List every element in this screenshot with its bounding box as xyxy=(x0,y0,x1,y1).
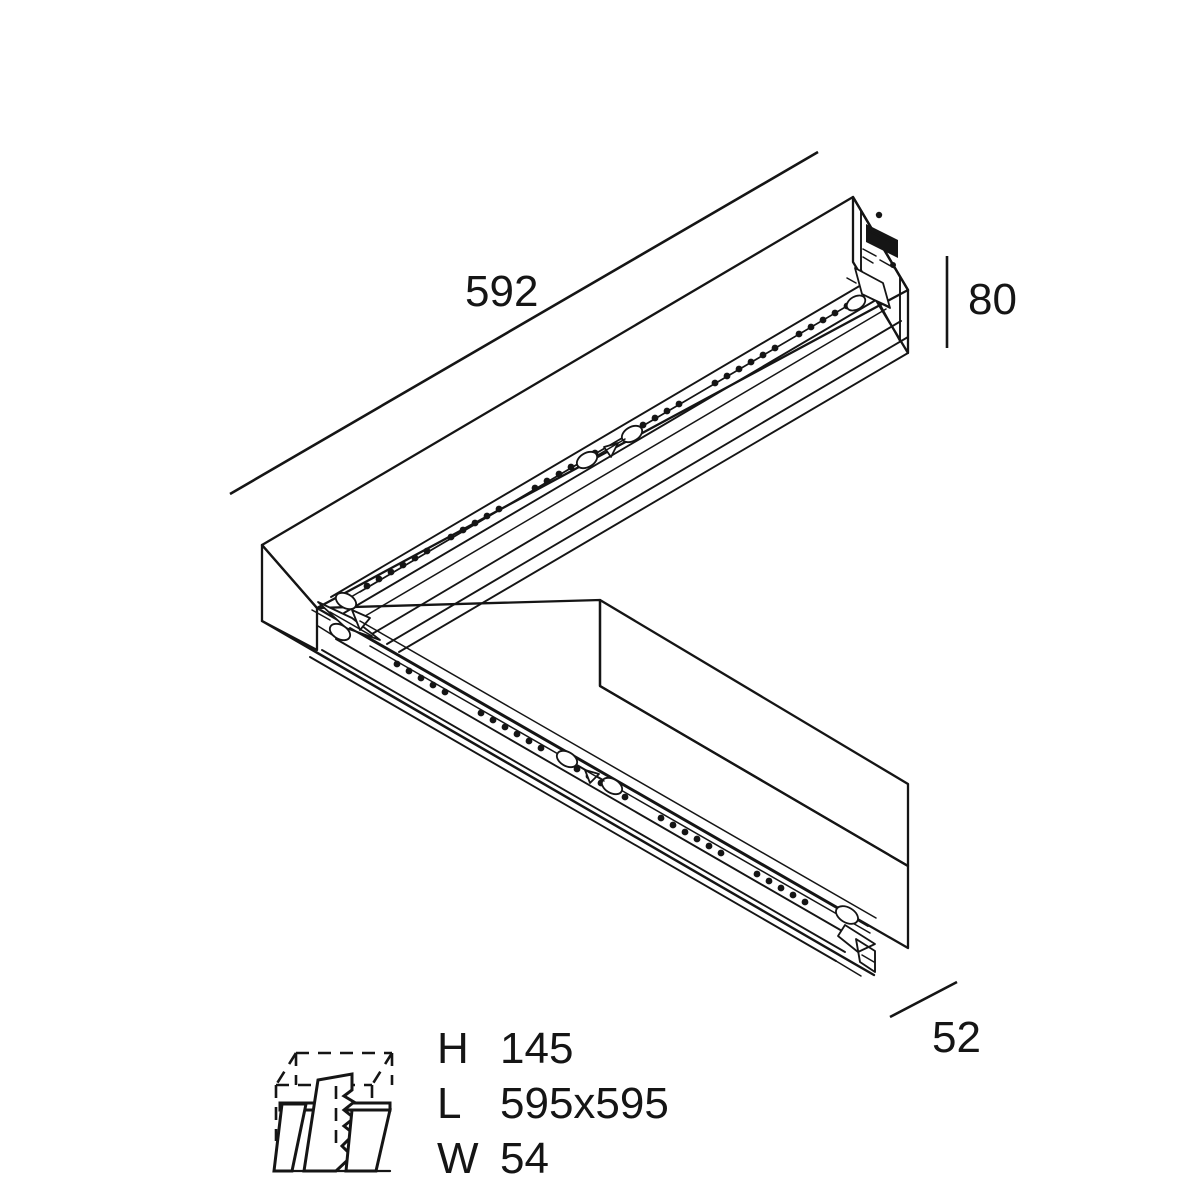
dimension-52-label: 52 xyxy=(932,1013,981,1062)
corner-mitre-seam xyxy=(329,611,373,637)
spec-row-l: L 595x595 xyxy=(437,1079,669,1128)
spec-key-l: L xyxy=(437,1079,461,1128)
lower-arm-end-cap xyxy=(835,905,876,977)
spec-key-w: W xyxy=(437,1134,479,1183)
lower-end-cap-lip xyxy=(835,960,862,977)
lower-arm-channel xyxy=(309,620,877,962)
corner-screw-lower xyxy=(328,622,352,642)
end-cap-bracket-d xyxy=(846,277,857,284)
lower-channel-far-wall-bottom xyxy=(335,638,857,940)
corner-edge-detail-a xyxy=(311,609,331,621)
lower-fixing-screw-oval-2 xyxy=(600,776,624,796)
lower-arm-inner-face xyxy=(315,598,910,950)
upper-end-screw xyxy=(845,294,867,312)
upper-arm-ceiling-face xyxy=(260,195,910,610)
lower-arm-bottom-edge xyxy=(260,619,876,977)
recessed-mounting-icon xyxy=(272,1051,394,1173)
dimension-592-leader xyxy=(229,150,819,496)
end-cap-bracket-a xyxy=(862,248,877,257)
lower-arm-fixing-clip-group xyxy=(555,749,624,796)
spring-clip-fold xyxy=(861,293,889,307)
corner-screw-upper xyxy=(334,591,358,611)
upper-arm-fixing-clip-group xyxy=(575,424,644,470)
lower-end-screw xyxy=(835,905,859,925)
dimension-80: 80 xyxy=(945,256,1017,348)
dimension-52: 52 xyxy=(889,980,981,1062)
upper-channel-near-wall-bottom xyxy=(386,336,909,645)
lower-channel-inner-fold xyxy=(359,620,877,919)
pictogram-box-top-left xyxy=(274,1052,298,1086)
upper-arm-channel xyxy=(330,280,909,653)
upper-channel-inner-fold xyxy=(354,308,887,623)
spec-value-w: 54 xyxy=(500,1134,549,1183)
upper-arm-left-return xyxy=(260,543,319,652)
lower-fixing-bracket-triangle xyxy=(584,769,600,784)
spring-clip-flap xyxy=(854,267,891,309)
dimension-80-label: 80 xyxy=(968,275,1017,324)
lower-channel-flange-b xyxy=(309,656,837,962)
connector-terminal-block xyxy=(866,224,898,258)
spec-row-h: H 145 xyxy=(437,1024,573,1073)
spec-key-h: H xyxy=(437,1024,469,1073)
pictogram-luminaire-profile xyxy=(302,1072,357,1173)
lower-arm-front-face xyxy=(598,598,910,868)
connector-terminal-slot xyxy=(868,230,896,245)
pictogram-right-slab xyxy=(344,1108,392,1173)
end-cap-bracket-c xyxy=(879,259,897,270)
pictogram-box-top-right xyxy=(370,1052,394,1086)
upper-channel-near-wall-top xyxy=(371,320,902,635)
lower-channel-flange-a xyxy=(321,649,846,953)
spec-table: H 145 L 595x595 W 54 xyxy=(437,1024,669,1183)
pictogram-left-wedge xyxy=(272,1102,308,1173)
fixing-screw-oval xyxy=(575,450,599,470)
lower-end-cap-return xyxy=(855,938,876,973)
lower-arm-led-dots xyxy=(393,660,809,906)
dimension-592: 592 xyxy=(229,150,819,496)
spec-value-h: 145 xyxy=(500,1024,573,1073)
fixing-bracket-triangle xyxy=(603,442,619,458)
upper-channel-flange xyxy=(398,352,909,653)
lower-fixing-link-line xyxy=(577,765,605,782)
dimension-52-leader xyxy=(889,980,958,1019)
dimension-592-label: 592 xyxy=(465,267,538,316)
lower-fixing-screw-oval xyxy=(555,749,579,769)
upper-channel-far-wall-top xyxy=(330,280,869,598)
end-cap-connector-assembly xyxy=(846,195,910,355)
end-cap-bracket-b xyxy=(862,256,874,264)
corner-mitre-plate xyxy=(317,601,381,641)
spec-value-l: 595x595 xyxy=(500,1079,669,1128)
connector-boss-a xyxy=(875,211,883,219)
corner-edge-detail-b xyxy=(317,625,335,637)
fixing-screw-oval-2 xyxy=(620,424,644,444)
lower-end-cap-step xyxy=(861,954,875,963)
fixing-link-line xyxy=(597,438,626,456)
spec-row-w: W 54 xyxy=(437,1134,549,1183)
